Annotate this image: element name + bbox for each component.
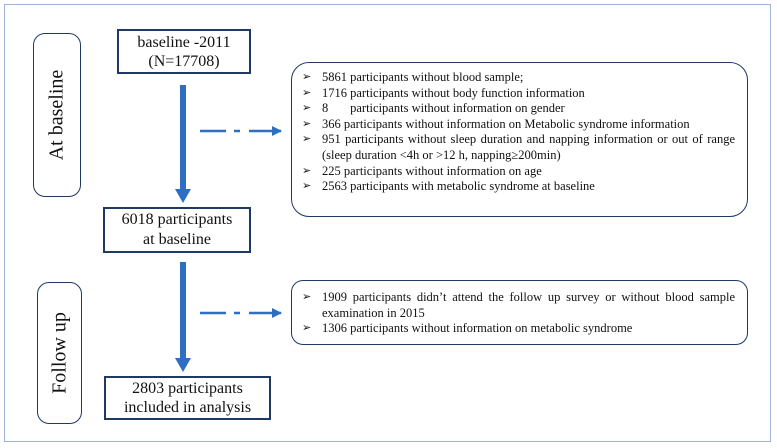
diagram-frame bbox=[4, 4, 771, 442]
exclusion-box-baseline: ➢5861 participants without blood sample;… bbox=[291, 62, 748, 217]
exclusion-item: ➢1716 participants without body function… bbox=[302, 85, 585, 100]
exclusion-item: ➢5861 participants without blood sample; bbox=[302, 70, 524, 84]
exclusion-item: ➢225 participants without information on… bbox=[302, 163, 542, 178]
stage-label-followup: Follow up bbox=[37, 282, 82, 424]
arrow-bullet-icon: ➢ bbox=[302, 322, 312, 335]
box-participants-at-baseline: 6018 participants at baseline bbox=[103, 207, 251, 253]
stage-label-followup-text: Follow up bbox=[48, 312, 70, 394]
arrow-bullet-icon: ➢ bbox=[302, 102, 312, 115]
box-participants-line1: 6018 participants bbox=[121, 211, 233, 228]
box-included-line2: included in analysis bbox=[123, 399, 252, 416]
exclusion-item: ➢8 participants without information on g… bbox=[302, 101, 565, 116]
exclusion-item: ➢951 participants without sleep duration… bbox=[302, 132, 735, 162]
exclusion-item: ➢2563 participants with metabolic syndro… bbox=[302, 179, 595, 194]
box-baseline-2011: baseline -2011 (N=17708) bbox=[117, 29, 251, 74]
arrow-bullet-icon: ➢ bbox=[302, 133, 312, 146]
exclusion-item: ➢1306 participants without information o… bbox=[302, 321, 633, 336]
exclusion-box-followup: ➢1909 participants didn’t attend the fol… bbox=[291, 280, 748, 345]
exclusion-list-baseline: ➢5861 participants without blood sample;… bbox=[292, 70, 735, 195]
stage-label-baseline: At baseline bbox=[33, 33, 81, 197]
box-included-in-analysis: 2803 participants included in analysis bbox=[104, 376, 271, 420]
arrow-bullet-icon: ➢ bbox=[302, 117, 312, 130]
box-participants-line2: at baseline bbox=[143, 231, 211, 248]
stage-label-baseline-text: At baseline bbox=[45, 69, 68, 161]
arrow-bullet-icon: ➢ bbox=[302, 180, 312, 193]
arrow-bullet-icon: ➢ bbox=[302, 86, 312, 99]
arrow-bullet-icon: ➢ bbox=[302, 164, 312, 177]
exclusion-item: ➢366 participants without information on… bbox=[302, 116, 690, 131]
arrow-bullet-icon: ➢ bbox=[302, 291, 312, 303]
exclusion-item: ➢1909 participants didn’t attend the fol… bbox=[302, 290, 735, 320]
box-included-line1: 2803 participants bbox=[132, 380, 243, 397]
exclusion-list-followup: ➢1909 participants didn’t attend the fol… bbox=[292, 290, 735, 337]
box-baseline-2011-line1: baseline -2011 bbox=[137, 34, 231, 51]
box-baseline-2011-line2: (N=17708) bbox=[148, 53, 220, 70]
arrow-bullet-icon: ➢ bbox=[302, 71, 312, 83]
